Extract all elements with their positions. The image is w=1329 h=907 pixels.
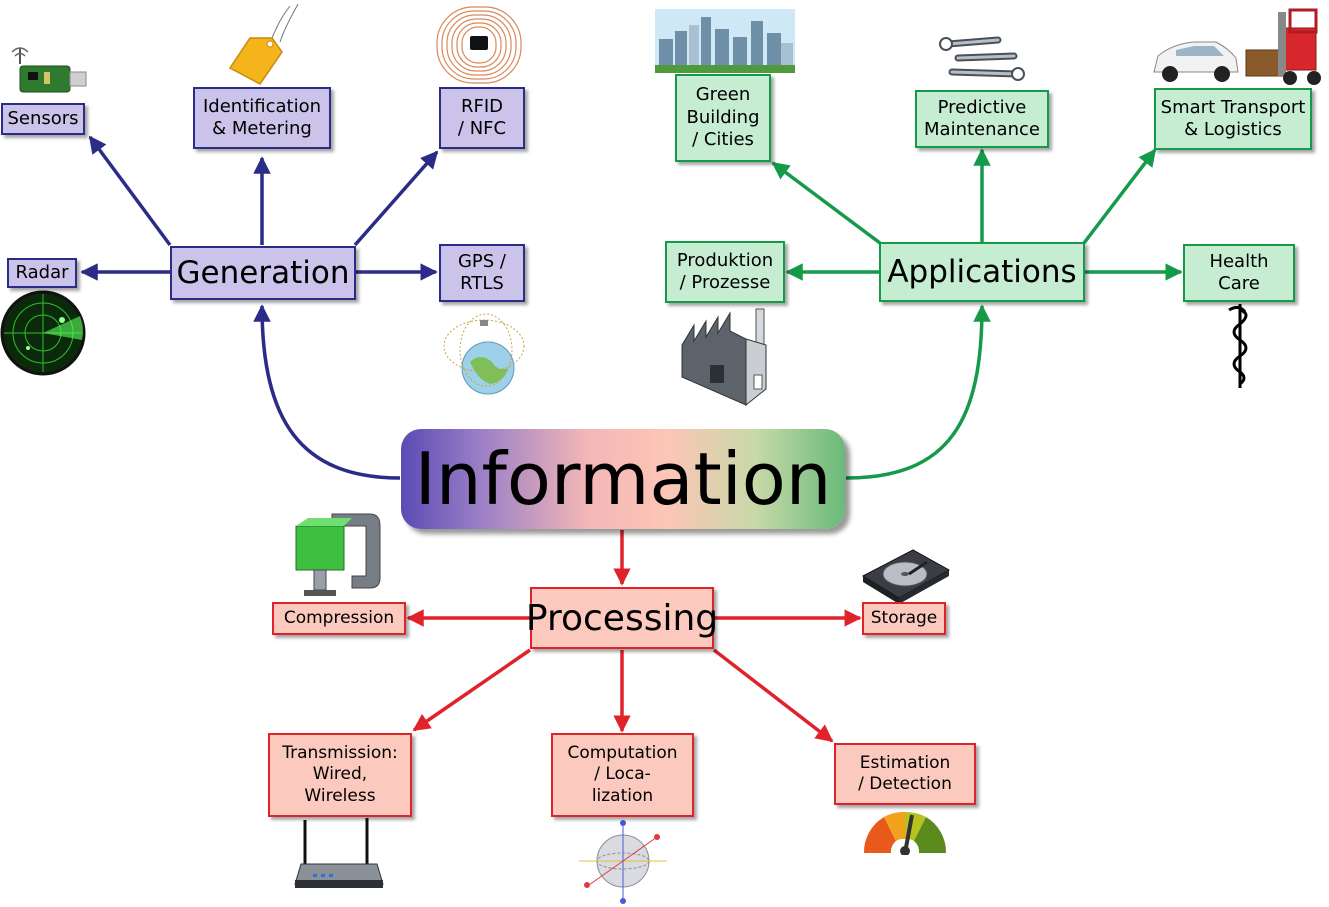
gps-line-1: GPS / — [457, 250, 506, 272]
green-building-node: Green Building / Cities — [675, 74, 771, 162]
radar-node: Radar — [7, 258, 77, 288]
caduceus-icon — [1228, 304, 1248, 388]
router-icon — [294, 818, 384, 888]
health-line-1: Health — [1209, 250, 1269, 272]
rfid-line-1: RFID — [460, 95, 504, 117]
estimation-line-2: / Detection — [858, 774, 952, 794]
smart-transport-line-1: Smart Transport — [1160, 96, 1306, 118]
estimation-node: Estimation / Detection — [834, 743, 976, 805]
edge-generation-sensors — [88, 135, 172, 247]
gps-line-2: RTLS — [460, 273, 504, 294]
edge-information-applications — [845, 304, 991, 480]
gauge-icon — [863, 811, 947, 855]
rfid-line-2: / NFC — [457, 118, 507, 139]
factory-icon — [681, 308, 767, 407]
edge-processing-transmission — [412, 648, 531, 732]
clamp-icon — [295, 513, 381, 596]
produktion-line-1: Produktion — [676, 249, 774, 271]
wrench-icon — [939, 36, 1025, 81]
smart-transport-line-2: & Logistics — [1184, 119, 1282, 140]
computation-node: Computation / Loca- lization — [551, 733, 694, 817]
information-label: Information — [414, 437, 832, 521]
produktion-line-2: / Prozesse — [679, 272, 771, 293]
processing-label: Processing — [525, 597, 719, 639]
information-node: Information — [401, 429, 845, 529]
compression-label: Compression — [283, 607, 395, 628]
coordinate-sphere-icon — [579, 820, 667, 904]
green-building-line-1: Green — [695, 84, 751, 106]
car-and-forklift-icon — [1153, 8, 1321, 85]
edge-information-generation — [253, 304, 401, 480]
storage-node: Storage — [862, 602, 946, 635]
computation-line-1: Computation — [567, 743, 678, 764]
transmission-node: Transmission: Wired, Wireless — [268, 733, 412, 817]
health-node: Health Care — [1183, 244, 1295, 302]
computation-line-3: lization — [591, 785, 654, 806]
identification-line-1: Identification — [202, 95, 322, 117]
generation-label: Generation — [176, 254, 350, 291]
edge-processing-estimation — [712, 648, 834, 743]
green-building-line-2: Building — [686, 106, 760, 128]
identification-line-2: & Metering — [212, 118, 312, 139]
produktion-node: Produktion / Prozesse — [665, 241, 785, 303]
rfid-node: RFID / NFC — [439, 87, 525, 149]
edge-generation-rfid — [353, 150, 439, 247]
transmission-line-2: Wired, — [312, 764, 368, 785]
applications-label: Applications — [887, 253, 1077, 290]
predictive-line-2: Maintenance — [924, 119, 1040, 140]
transmission-line-3: Wireless — [304, 785, 376, 806]
sensors-node: Sensors — [1, 103, 85, 135]
globe-icon — [443, 313, 525, 395]
city-skyline-icon — [655, 9, 795, 73]
compression-node: Compression — [272, 602, 406, 635]
gps-node: GPS / RTLS — [439, 244, 525, 302]
hard-disk-icon — [861, 549, 951, 604]
green-building-line-3: / Cities — [692, 129, 754, 151]
radar-label: Radar — [15, 261, 69, 283]
generation-node: Generation — [170, 246, 356, 300]
predictive-node: Predictive Maintenance — [915, 90, 1049, 148]
edge-applications-smart-transport — [1082, 148, 1157, 245]
sensors-label: Sensors — [7, 107, 79, 129]
transmission-line-1: Transmission: — [282, 743, 398, 764]
computation-line-2: / Loca- — [594, 764, 651, 785]
edge-applications-green-building — [771, 161, 882, 245]
price-tag-icon — [228, 3, 299, 85]
storage-label: Storage — [870, 607, 938, 628]
radar-screen-icon — [0, 290, 86, 376]
estimation-line-1: Estimation — [859, 752, 951, 773]
predictive-line-1: Predictive — [937, 96, 1027, 118]
smart-transport-node: Smart Transport & Logistics — [1154, 88, 1312, 150]
identification-node: Identification & Metering — [193, 87, 331, 149]
health-line-2: Care — [1218, 273, 1260, 294]
applications-node: Applications — [879, 242, 1085, 302]
usb-sensor-icon — [11, 47, 87, 93]
rfid-coil-icon — [436, 6, 522, 84]
processing-node: Processing — [526, 587, 718, 649]
